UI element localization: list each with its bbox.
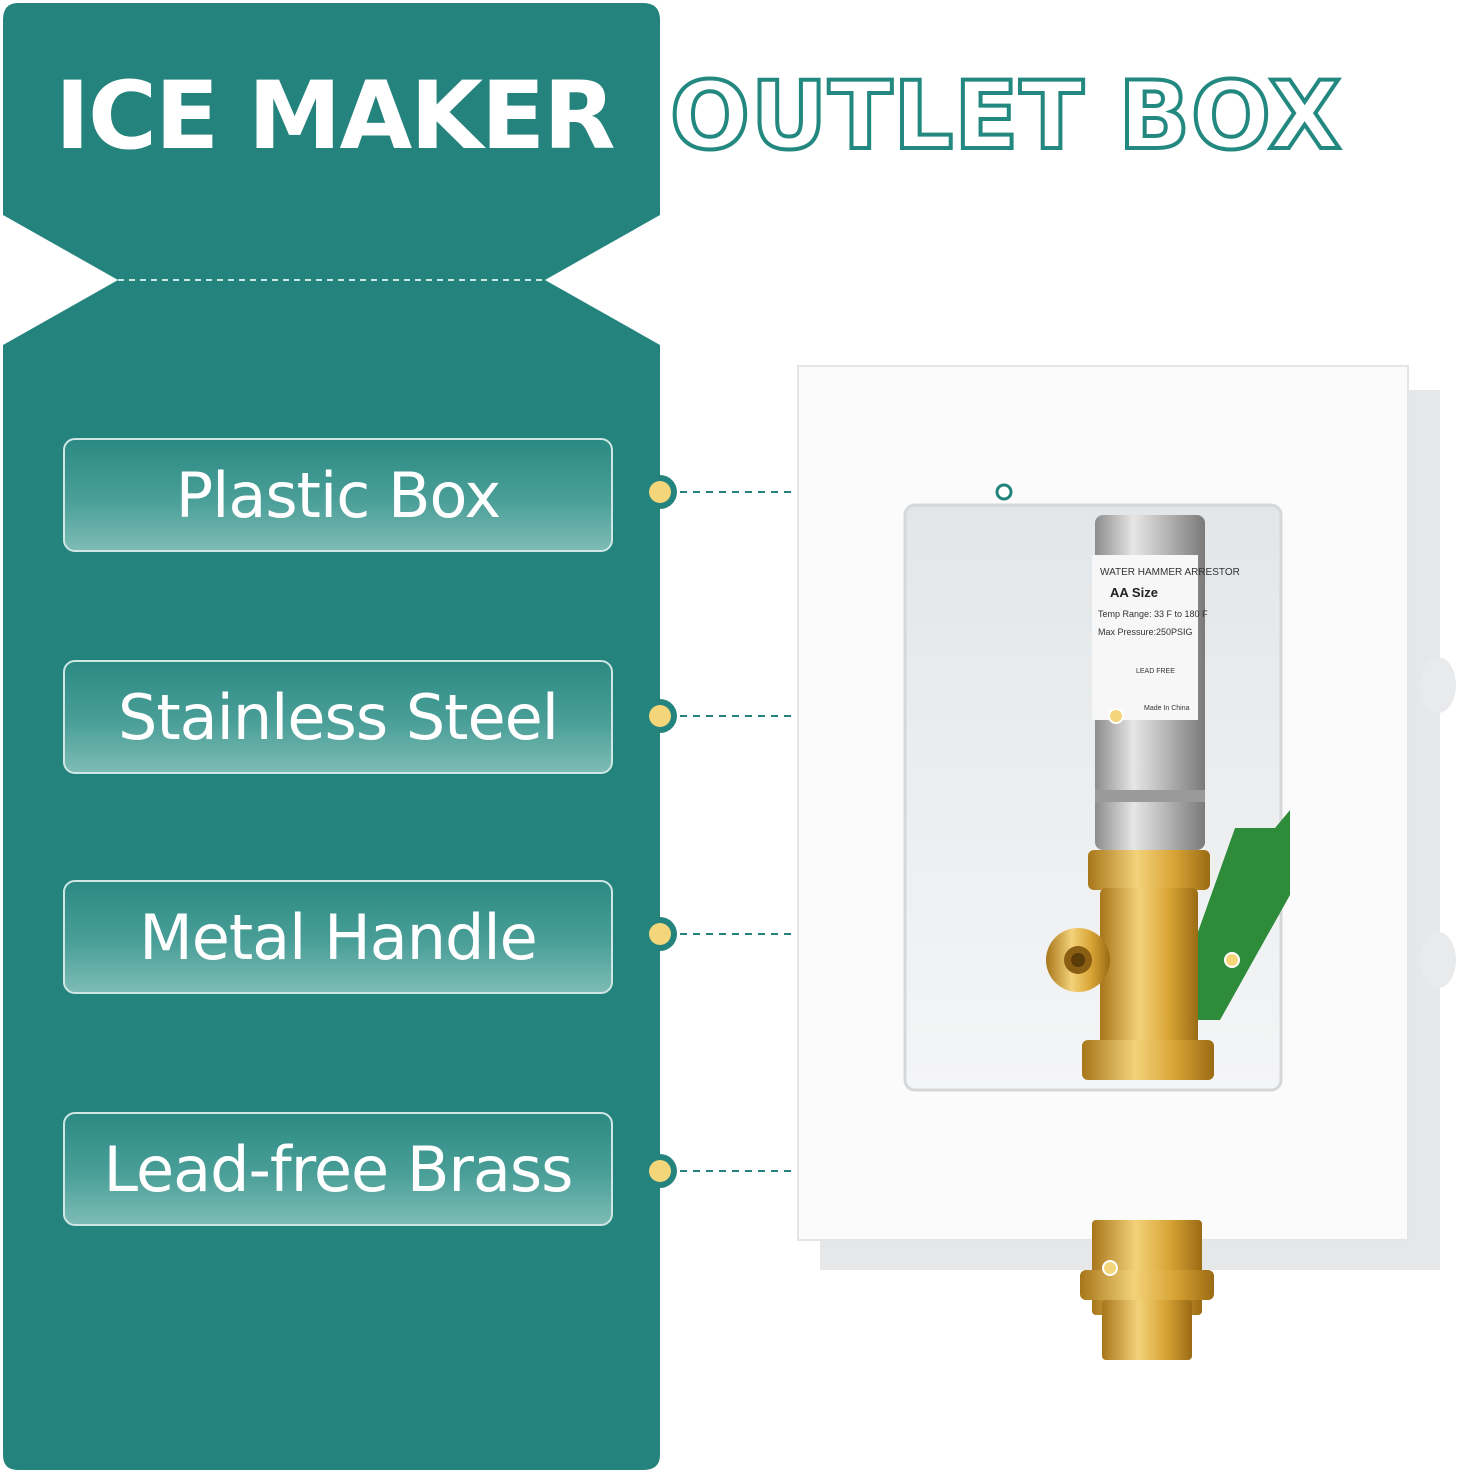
title-ice-maker: ICE MAKER bbox=[55, 62, 616, 171]
title-outlet-box: OUTLET BOX bbox=[668, 60, 1343, 173]
feature-label: Plastic Box bbox=[175, 458, 501, 532]
label-lead-free: LEAD FREE bbox=[1136, 668, 1175, 675]
arrestor-label bbox=[1092, 555, 1198, 720]
label-line3: Temp Range: 33 F to 180 F bbox=[1098, 609, 1208, 619]
feature-lead-free-brass: Lead-free Brass bbox=[63, 1112, 613, 1226]
feature-plastic-box: Plastic Box bbox=[63, 438, 613, 552]
brass-valve-body bbox=[1088, 850, 1210, 890]
outlet-box-product-image: WATER HAMMER ARRESTOR AA Size Temp Range… bbox=[797, 365, 1456, 1360]
feature-label: Stainless Steel bbox=[117, 680, 559, 754]
left-dots bbox=[643, 475, 677, 1188]
feature-stainless-steel: Stainless Steel bbox=[63, 660, 613, 774]
feature-label: Lead-free Brass bbox=[103, 1132, 574, 1206]
label-line2: AA Size bbox=[1110, 585, 1158, 600]
label-origin: Made In China bbox=[1144, 705, 1190, 712]
label-line4: Max Pressure:250PSIG bbox=[1098, 627, 1193, 637]
product-target-dots bbox=[995, 483, 1240, 1276]
label-line1: WATER HAMMER ARRESTOR bbox=[1100, 567, 1240, 578]
valve-handle-green bbox=[1180, 810, 1290, 1020]
feature-label: Metal Handle bbox=[139, 900, 538, 974]
feature-metal-handle: Metal Handle bbox=[63, 880, 613, 994]
